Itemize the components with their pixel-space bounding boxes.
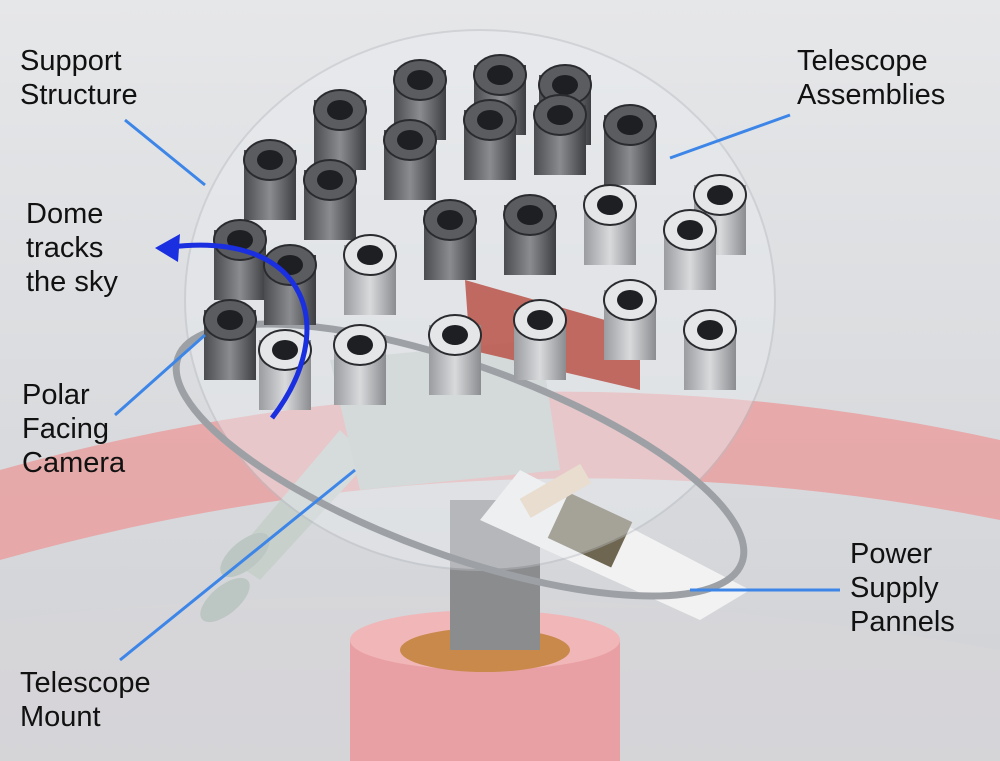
leader-lines — [114, 113, 840, 662]
label-dome-tracks: Dome tracks the sky — [26, 197, 118, 299]
label-line: Pannels — [850, 606, 955, 638]
telescope-lens — [597, 195, 623, 215]
telescope-lens — [397, 130, 423, 150]
telescope-lens — [317, 170, 343, 190]
label-line: tracks — [26, 232, 104, 264]
telescope-lens — [407, 70, 433, 90]
label-line: Support — [20, 45, 122, 77]
label-line: Structure — [20, 79, 138, 111]
telescope-lens — [327, 100, 353, 120]
telescope-lens — [517, 205, 543, 225]
label-line: Telescope — [797, 45, 928, 77]
arrow-head-icon — [155, 234, 180, 262]
label-support-structure: Support Structure — [20, 44, 138, 112]
telescope-lens — [272, 340, 298, 360]
telescope-lens — [547, 105, 573, 125]
telescope-lens — [442, 325, 468, 345]
telescope-lens — [477, 110, 503, 130]
telescope-lens — [552, 75, 578, 95]
tracking-arrow — [169, 242, 310, 420]
telescope-lens — [617, 115, 643, 135]
telescope-lens — [677, 220, 703, 240]
telescope-lens — [437, 210, 463, 230]
label-line: Power — [850, 538, 933, 570]
telescope-lens — [257, 150, 283, 170]
label-power-supply: Power Supply Pannels — [850, 537, 955, 639]
leader-polar — [114, 333, 206, 417]
telescope-lens — [527, 310, 553, 330]
telescope-lens — [357, 245, 383, 265]
telescope-lens — [617, 290, 643, 310]
label-line: Polar — [22, 379, 90, 411]
telescope-lens — [697, 320, 723, 340]
label-telescope-assemblies: Telescope Assemblies — [797, 44, 945, 112]
telescope-lens — [487, 65, 513, 85]
label-line: Supply — [850, 572, 939, 604]
label-line: Assemblies — [797, 79, 946, 111]
label-line: Dome — [26, 198, 104, 230]
label-line: Mount — [20, 701, 101, 733]
label-line: Telescope — [20, 667, 151, 699]
leader-support — [124, 118, 206, 187]
telescope-array — [203, 54, 747, 410]
label-line: Camera — [22, 447, 126, 479]
label-telescope-mount: Telescope Mount — [20, 666, 151, 734]
telescope-lens — [707, 185, 733, 205]
leader-mount — [119, 468, 356, 662]
label-line: Facing — [22, 413, 110, 445]
label-line: the sky — [26, 266, 118, 298]
telescope-lens — [217, 310, 243, 330]
label-polar-camera: Polar Facing Camera — [22, 378, 125, 480]
leader-telescopes — [669, 113, 791, 160]
telescope-lens — [227, 230, 253, 250]
telescope-lens — [347, 335, 373, 355]
